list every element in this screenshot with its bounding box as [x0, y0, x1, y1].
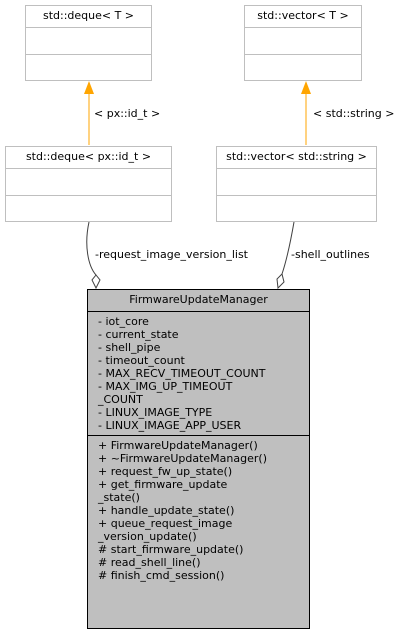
class-vector-template: std::vector< T > [244, 5, 362, 81]
method-item: + get_firmware_update [98, 478, 228, 491]
attribute-item: - current_state [98, 328, 179, 341]
template-arg-label-vector: < std::string > [313, 107, 395, 120]
template-arrow-deque [84, 81, 94, 145]
attributes-section [245, 28, 361, 55]
role-label-vector: -shell_outlines [291, 248, 370, 261]
attributes-section [6, 169, 171, 196]
class-deque-template: std::deque< T > [25, 5, 152, 81]
methods-section [217, 196, 376, 220]
class-name: std::vector< std::string > [217, 147, 376, 169]
methods-section [6, 196, 171, 220]
attribute-item: - MAX_RECV_TIMEOUT_COUNT [98, 367, 266, 380]
methods-section: + FirmwareUpdateManager() + ~FirmwareUpd… [88, 436, 309, 585]
method-item: + FirmwareUpdateManager() [98, 439, 258, 452]
class-name: std::deque< px::id_t > [6, 147, 171, 169]
class-vector-string: std::vector< std::string > [216, 146, 377, 222]
class-deque-id: std::deque< px::id_t > [5, 146, 172, 222]
class-name: std::vector< T > [245, 6, 361, 28]
attribute-item: - LINUX_IMAGE_TYPE [98, 406, 213, 419]
method-item: _version_update() [98, 530, 197, 543]
template-arrow-vector [301, 81, 311, 145]
class-name: FirmwareUpdateManager [88, 290, 309, 312]
method-item: + request_fw_up_state() [98, 465, 233, 478]
composition-arrow-vector [276, 221, 295, 290]
method-item: + queue_request_image [98, 517, 233, 530]
method-item: + handle_update_state() [98, 504, 235, 517]
method-item: # start_firmware_update() [98, 543, 244, 556]
method-item: + ~FirmwareUpdateManager() [98, 452, 267, 465]
attribute-item: - shell_pipe [98, 341, 161, 354]
attribute-item: - MAX_IMG_UP_TIMEOUT [98, 380, 233, 393]
role-label-deque: -request_image_version_list [95, 248, 248, 261]
method-item: # read_shell_line() [98, 556, 201, 569]
attributes-section [217, 169, 376, 196]
method-item: _state() [98, 491, 140, 504]
method-item: # finish_cmd_session() [98, 569, 225, 582]
attribute-item: - iot_core [98, 315, 149, 328]
attributes-section: - iot_core - current_state - shell_pipe … [88, 312, 309, 436]
methods-section [245, 55, 361, 79]
class-name: std::deque< T > [26, 6, 151, 28]
attribute-item: _COUNT [98, 393, 143, 406]
attribute-item: - timeout_count [98, 354, 185, 367]
composition-arrow-deque [86, 221, 101, 290]
class-firmware-update-manager: FirmwareUpdateManager - iot_core - curre… [87, 289, 310, 629]
methods-section [26, 55, 151, 79]
attributes-section [26, 28, 151, 55]
attribute-item: - LINUX_IMAGE_APP_USER [98, 419, 242, 432]
template-arg-label-deque: < px::id_t > [94, 107, 161, 120]
